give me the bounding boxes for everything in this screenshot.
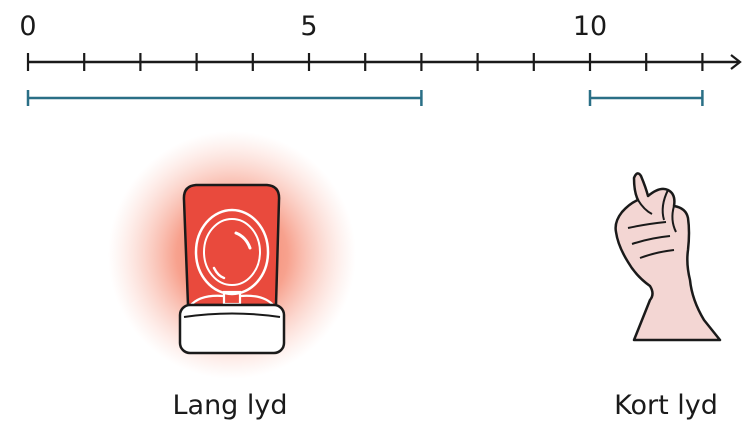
axis-tick-labels: 0 5 10 bbox=[19, 11, 607, 42]
axis-tick-label: 10 bbox=[573, 11, 607, 42]
caption-short-sound: Kort lyd bbox=[614, 390, 718, 421]
axis-ticks bbox=[26, 53, 704, 71]
axis-tick-label: 5 bbox=[300, 11, 317, 42]
duration-bars bbox=[26, 90, 704, 106]
duration-bar-long bbox=[26, 90, 423, 106]
finger-snap-icon bbox=[614, 172, 722, 342]
duration-bar-short bbox=[588, 90, 704, 106]
siren-icon bbox=[108, 131, 356, 379]
axis-arrow-icon bbox=[730, 54, 742, 70]
axis-tick-label: 0 bbox=[19, 11, 36, 42]
caption-long-sound: Lang lyd bbox=[172, 390, 288, 421]
number-line: 0 5 10 bbox=[19, 11, 742, 71]
